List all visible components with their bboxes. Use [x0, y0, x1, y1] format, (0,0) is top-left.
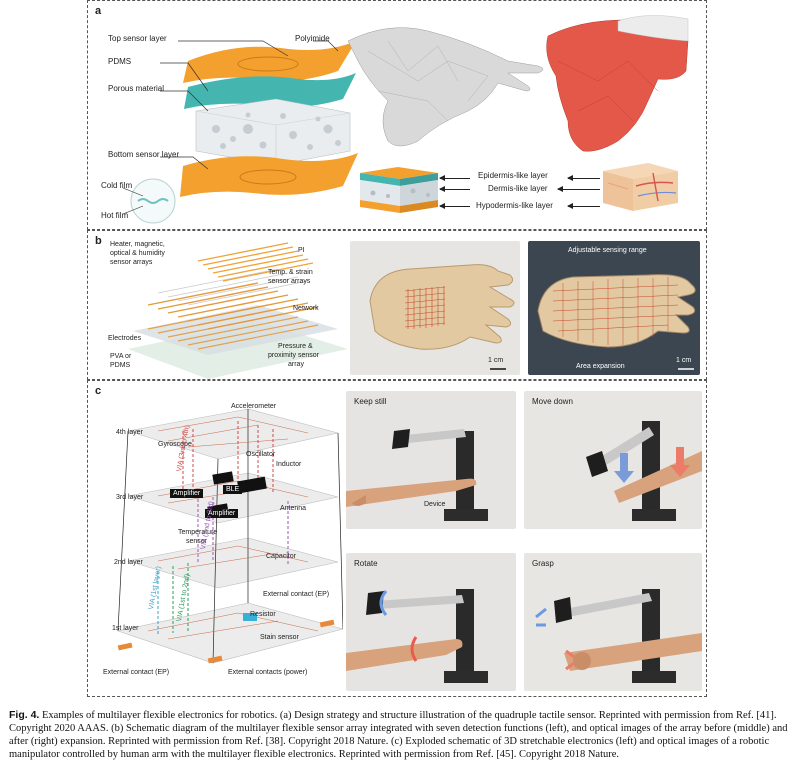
label-2nd-layer: 2nd layer — [114, 559, 143, 566]
bottom-sensor-film — [180, 153, 358, 197]
multilayer-array-schematic — [128, 242, 348, 379]
photo-array-after: Adjustable sensing range Area expansion … — [528, 241, 700, 375]
scale-bar-label-2: 1 cm — [676, 357, 692, 364]
label-bottom-sensor-layer: Bottom sensor layer — [108, 150, 180, 159]
label-inductor: Inductor — [276, 461, 302, 468]
label-pressure-3: array — [288, 361, 304, 368]
label-heater: Heater, magnetic, — [110, 241, 165, 248]
sensor-stack-illustration — [122, 15, 689, 224]
label-pva-2: PDMS — [110, 362, 131, 369]
label-ble: BLE — [223, 485, 243, 494]
skin-tissue-cube — [603, 163, 678, 211]
label-external-contact-ep-right: External contact (EP) — [263, 591, 330, 598]
label-temperature: Temperature — [178, 529, 218, 536]
label-heater-3: sensor arrays — [110, 259, 153, 266]
label-antenna: Antenna — [280, 505, 307, 512]
figure-caption-text: Examples of multilayer flexible electron… — [9, 710, 788, 760]
pdms-layer — [184, 73, 356, 109]
photo2-caption: Area expansion — [576, 363, 625, 370]
arrow-epidermis-right — [567, 175, 600, 181]
photo2-title: Adjustable sensing range — [568, 247, 647, 254]
photo-rotate: Rotate — [346, 553, 516, 691]
label-epidermis: Epidermis-like layer — [478, 171, 548, 180]
label-accelerometer: Accelerometer — [231, 403, 277, 410]
label-pva: PVA or — [110, 353, 132, 360]
photo-keep-still: Keep still Device — [346, 391, 516, 529]
label-electrodes: Electrodes — [108, 335, 142, 342]
arrow-dermis-right — [557, 186, 600, 192]
label-external-contacts-power: External contacts (power) — [228, 669, 308, 676]
label-pi: PI — [298, 247, 305, 254]
label-pressure-2: proximity sensor — [268, 352, 319, 359]
label-temp-2: sensor arrays — [268, 278, 311, 285]
panel-b: b Heater, magnetic, optical & humidity s… — [87, 230, 707, 380]
label-oscillator: Oscillator — [246, 451, 276, 458]
label-hypodermis: Hypodermis-like layer — [476, 201, 553, 210]
label-external-contact-ep-left: External contact (EP) — [103, 669, 170, 676]
exploded-schematic — [116, 408, 343, 664]
photo-grasp: Grasp — [524, 553, 702, 691]
panel-label-c: c — [95, 385, 102, 397]
scale-bar-label-1: 1 cm — [488, 357, 504, 364]
photo-keep-still-title: Keep still — [354, 397, 387, 406]
label-gyroscope: Gyroscope — [158, 441, 192, 448]
figure-label: Fig. 4. — [9, 709, 40, 721]
skin-stack-cube — [360, 167, 438, 213]
top-sensor-film — [183, 41, 356, 83]
arrow-hypodermis-left — [439, 203, 470, 209]
label-heater-2: optical & humidity — [110, 250, 165, 257]
photo-move-down: Move down — [524, 391, 702, 529]
label-network: Network — [293, 305, 319, 312]
label-amplifier-2: Amplifier — [205, 509, 239, 518]
photo-grasp-title: Grasp — [532, 559, 554, 568]
gray-mesh-hand — [347, 27, 544, 147]
label-cold-film: Cold film — [101, 181, 133, 190]
arrow-epidermis-left — [439, 175, 470, 181]
label-3rd-layer: 3rd layer — [116, 494, 144, 501]
label-4th-layer: 4th layer — [116, 429, 143, 436]
label-temperature-2: sensor — [186, 538, 208, 545]
label-top-sensor-layer: Top sensor layer — [108, 34, 167, 43]
panel-c: c — [87, 380, 707, 697]
hot-cold-film-inset — [130, 178, 176, 224]
label-device: Device — [424, 501, 446, 508]
arrow-dermis-left — [439, 186, 470, 192]
label-porous-material: Porous material — [108, 84, 165, 93]
panel-label-b: b — [95, 235, 102, 247]
label-polyimide: Polyimide — [295, 34, 330, 43]
panel-label-a: a — [95, 5, 102, 17]
label-dermis: Dermis-like layer — [488, 184, 548, 193]
label-strain-sensor: Stain sensor — [260, 634, 299, 641]
red-mesh-hand — [546, 19, 689, 152]
label-pdms: PDMS — [108, 57, 132, 66]
panel-a: a — [87, 0, 707, 230]
label-temp: Temp. & strain — [268, 269, 313, 276]
arrow-hypodermis-right — [567, 203, 600, 209]
label-hot-film: Hot film — [101, 211, 129, 220]
photo-move-down-title: Move down — [532, 397, 573, 406]
label-amplifier-1: Amplifier — [170, 489, 204, 498]
label-1st-layer: 1st layer — [112, 625, 139, 632]
photo-array-before: 1 cm — [350, 241, 520, 375]
figure-caption: Fig. 4. Examples of multilayer flexible … — [9, 709, 794, 761]
label-capacitor: Capacitor — [266, 553, 296, 560]
photo-rotate-title: Rotate — [354, 559, 378, 568]
label-pressure: Pressure & — [278, 343, 313, 350]
label-resistor: Resistor — [250, 611, 276, 618]
